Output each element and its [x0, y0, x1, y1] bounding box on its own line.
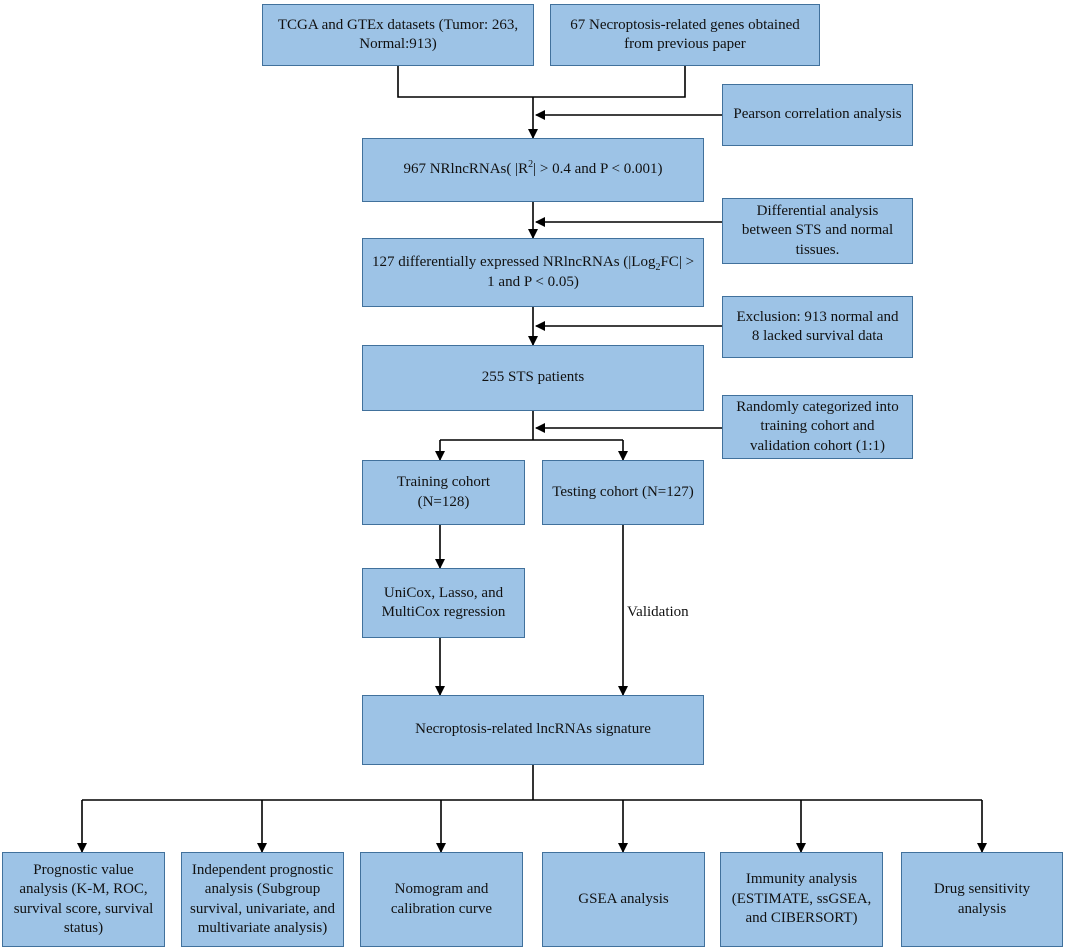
testing-cohort-text: Testing cohort (N=127): [552, 483, 694, 500]
prognostic-value-analysis-text: Prognostic value analysis (K-M, ROC, sur…: [13, 861, 154, 937]
randomly-categorized-text: Randomly categorized into training cohor…: [736, 398, 899, 454]
necroptosis-signature-box: Necroptosis-related lncRNAs signature: [362, 695, 704, 765]
exclusion-box: Exclusion: 913 normal and 8 lacked survi…: [722, 296, 913, 358]
drug-sensitivity-analysis-box: Drug sensitivity analysis: [901, 852, 1063, 947]
tcga-gtex-datasets-box: TCGA and GTEx datasets (Tumor: 263, Norm…: [262, 4, 534, 66]
differential-127-prefix: 127 differentially expressed NRlncRNAs (…: [371, 254, 656, 270]
nrlncrnas-967-prefix: 967 NRlncRNAs( |R: [403, 161, 529, 178]
gsea-analysis-box: GSEA analysis: [542, 852, 705, 947]
drug-sensitivity-analysis-text: Drug sensitivity analysis: [933, 881, 1031, 917]
sts-patients-255-box: 255 STS patients: [362, 345, 704, 411]
differential-127-sub: 2: [655, 262, 661, 273]
training-cohort-box: Training cohort (N=128): [362, 460, 525, 525]
nrlncrnas-967-sup: 2: [528, 159, 534, 171]
immunity-analysis-box: Immunity analysis (ESTIMATE, ssGSEA, and…: [720, 852, 883, 947]
necroptosis-genes-box: 67 Necroptosis-related genes obtained fr…: [550, 4, 820, 66]
nomogram-calibration-box: Nomogram and calibration curve: [360, 852, 523, 947]
randomly-categorized-box: Randomly categorized into training cohor…: [722, 395, 913, 459]
validation-label: Validation: [627, 604, 689, 620]
gsea-analysis-text: GSEA analysis: [578, 890, 669, 907]
exclusion-text: Exclusion: 913 normal and 8 lacked survi…: [736, 308, 899, 345]
nomogram-calibration-text: Nomogram and calibration curve: [390, 881, 493, 917]
regression-text: UniCox, Lasso, and MultiCox regression: [381, 584, 506, 621]
testing-cohort-box: Testing cohort (N=127): [542, 460, 704, 525]
nrlncrnas-967-suffix: | > 0.4 and P < 0.001): [533, 161, 663, 178]
connector-genes-down: [533, 66, 686, 98]
tcga-gtex-datasets-text: TCGA and GTEx datasets (Tumor: 263, Norm…: [277, 16, 519, 53]
independent-prognostic-analysis-text: Independent prognostic analysis (Subgrou…: [190, 861, 335, 937]
immunity-analysis-text: Immunity analysis (ESTIMATE, ssGSEA, and…: [731, 871, 872, 927]
differential-nrlncrnas-127-text: 127 differentially expressed NRlncRNAs (…: [371, 253, 695, 292]
sts-patients-255-text: 255 STS patients: [481, 369, 585, 386]
differential-nrlncrnas-127-box: 127 differentially expressed NRlncRNAs (…: [362, 238, 704, 307]
pearson-correlation-box: Pearson correlation analysis: [722, 84, 913, 146]
prognostic-value-analysis-box: Prognostic value analysis (K-M, ROC, sur…: [2, 852, 165, 947]
differential-analysis-text: Differential analysis between STS and no…: [741, 202, 894, 258]
differential-analysis-box: Differential analysis between STS and no…: [722, 198, 913, 264]
differential-127-suffix: FC| > 1 and P < 0.05): [487, 254, 695, 290]
connector-tcga-down: [397, 66, 533, 98]
pearson-correlation-text: Pearson correlation analysis: [733, 106, 902, 123]
nrlncrnas-967-text: 967 NRlncRNAs( |R2| > 0.4 and P < 0.001): [403, 160, 662, 180]
training-cohort-text: Training cohort (N=128): [396, 474, 491, 510]
nrlncrnas-967-box: 967 NRlncRNAs( |R2| > 0.4 and P < 0.001): [362, 138, 704, 202]
regression-box: UniCox, Lasso, and MultiCox regression: [362, 568, 525, 638]
necroptosis-signature-text: Necroptosis-related lncRNAs signature: [415, 721, 651, 738]
necroptosis-genes-text: 67 Necroptosis-related genes obtained fr…: [570, 16, 800, 53]
independent-prognostic-analysis-box: Independent prognostic analysis (Subgrou…: [181, 852, 344, 947]
